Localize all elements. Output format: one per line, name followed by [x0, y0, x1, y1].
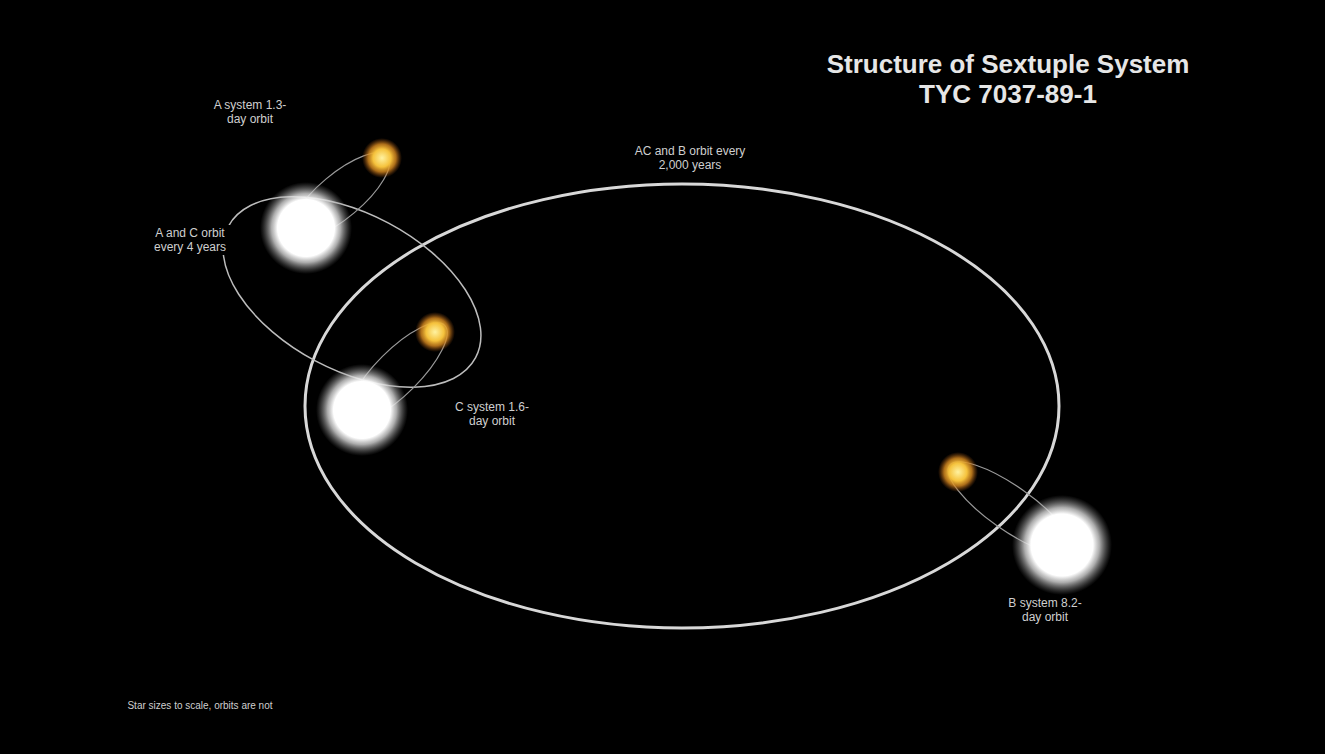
orbit-label: AC and B orbit every 2,000 years — [631, 143, 749, 174]
star-a-primary — [260, 182, 352, 274]
orbit-label: B system 8.2-day orbit — [996, 595, 1094, 626]
footnote: Star sizes to scale, orbits are not — [77, 699, 323, 713]
star-c-secondary — [415, 312, 455, 352]
orbit-label: C system 1.6-day orbit — [443, 399, 541, 430]
orbit-label: A system 1.3-day orbit — [201, 97, 299, 128]
star-c-primary — [316, 364, 408, 456]
star-a-secondary — [362, 138, 402, 178]
outer-orbit — [305, 184, 1059, 628]
title: Structure of Sextuple System TYC 7037-89… — [820, 49, 1196, 111]
star-b-primary — [1012, 495, 1112, 595]
star-b-secondary — [938, 452, 978, 492]
orbit-label: A and C orbit every 4 years — [141, 225, 239, 256]
